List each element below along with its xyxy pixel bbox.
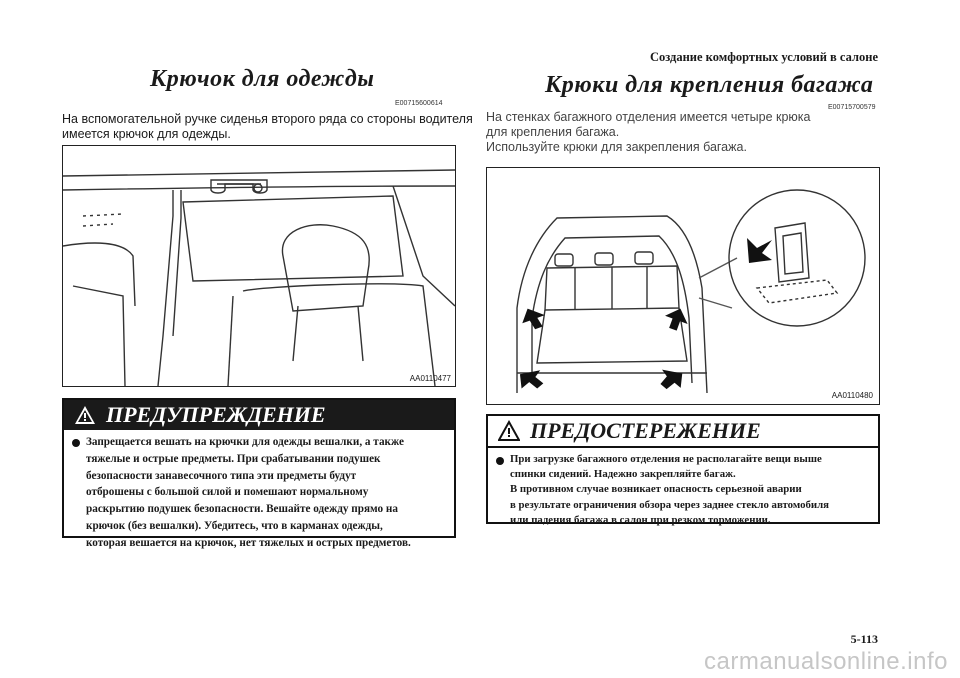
- luggage-hooks-illustration: [516, 189, 866, 394]
- left-body-line: имеется крючок для одежды.: [62, 127, 231, 141]
- caution-line: В противном случае возникает опасность с…: [510, 483, 802, 496]
- left-title: Крючок для одежды: [150, 66, 375, 92]
- warning-triangle-icon: [75, 406, 95, 424]
- bullet-icon: [72, 439, 80, 447]
- section-header: Создание комфортных условий в салоне: [649, 50, 878, 64]
- caution-box: ПРЕДОСТЕРЕЖЕНИЕ При загрузке багажного о…: [486, 414, 880, 526]
- right-code: E00715700579: [828, 104, 876, 111]
- left-figure-code: AA0110477: [409, 374, 451, 383]
- left-code: E00715600614: [395, 100, 443, 107]
- page-number: 5-113: [850, 632, 878, 646]
- caution-header: ПРЕДОСТЕРЕЖЕНИЕ: [488, 416, 878, 448]
- watermark: carmanualsonline.info: [704, 648, 948, 675]
- warning-triangle-icon: [498, 420, 520, 441]
- warning-box: ПРЕДУПРЕЖДЕНИЕ Запрещается вешать на крю…: [62, 398, 456, 549]
- warning-line: безопасности занавесочного типа эти пред…: [86, 469, 357, 482]
- left-body: На вспомогательной ручке сиденья второго…: [62, 112, 473, 142]
- caution-line: или падения багажа в салон при резком то…: [510, 513, 771, 526]
- clothes-hook-illustration: [62, 169, 456, 387]
- left-body-line: На вспомогательной ручке сиденья второго…: [62, 112, 473, 126]
- right-body-line: для крепления багажа.: [486, 125, 620, 139]
- warning-title: ПРЕДУПРЕЖДЕНИЕ: [106, 402, 326, 427]
- warning-line: отброшены с большой силой и помешают нор…: [86, 486, 369, 499]
- caution-text: При загрузке багажного отделения не расп…: [488, 448, 878, 532]
- caution-line: спинки сидений. Надежно закрепляйте бага…: [510, 468, 736, 481]
- warning-line: тяжелые и острые предметы. При срабатыва…: [86, 452, 381, 465]
- clothes-hook-figure: AA0110477: [62, 145, 456, 387]
- arrow-icon: [519, 238, 772, 390]
- right-body: На стенках багажного отделения имеется ч…: [486, 110, 811, 155]
- caution-line: в результате ограничения обзора через за…: [510, 498, 829, 511]
- right-title: Крюки для крепления багажа: [545, 72, 874, 98]
- caution-title: ПРЕДОСТЕРЕЖЕНИЕ: [530, 418, 761, 443]
- right-body-line: Используйте крюки для закрепления багажа…: [486, 140, 747, 154]
- warning-line: крючок (без вешалки). Убедитесь, что в к…: [86, 519, 383, 532]
- warning-line: которая вешается на крючок, нет тяжелых …: [86, 536, 411, 549]
- warning-text: Запрещается вешать на крючки для одежды …: [64, 430, 454, 556]
- luggage-hooks-figure: AA0110480: [486, 167, 880, 405]
- warning-header: ПРЕДУПРЕЖДЕНИЕ: [64, 400, 454, 430]
- warning-line: Запрещается вешать на крючки для одежды …: [86, 436, 404, 448]
- right-body-line: На стенках багажного отделения имеется ч…: [486, 110, 811, 124]
- caution-line: При загрузке багажного отделения не расп…: [510, 453, 822, 465]
- bullet-icon: [496, 457, 504, 465]
- warning-line: раскрытию подушек безопасности. Вешайте …: [86, 503, 398, 516]
- right-figure-code: AA0110480: [831, 391, 873, 400]
